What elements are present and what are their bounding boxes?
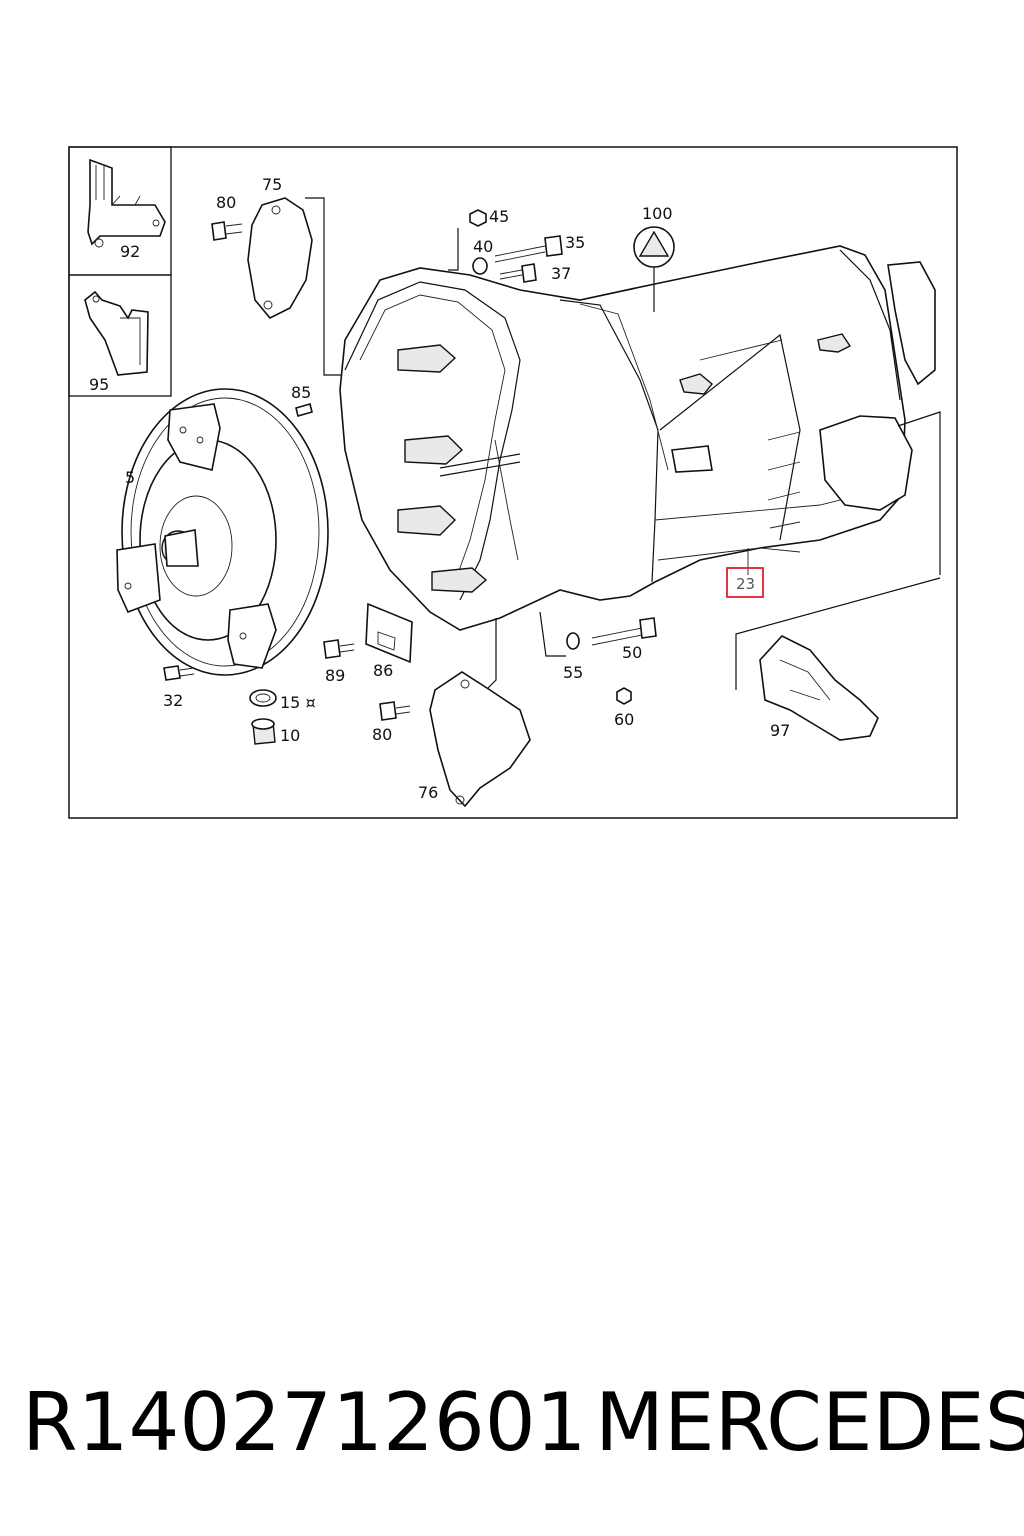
callout-45: 45 bbox=[489, 207, 509, 226]
part-100-identification-plate bbox=[633, 226, 675, 312]
callout-50: 50 bbox=[622, 643, 642, 662]
callout-89: 89 bbox=[325, 666, 345, 685]
part-32-bolt bbox=[163, 665, 195, 681]
inset-box-95 bbox=[68, 274, 172, 397]
callout-55: 55 bbox=[563, 663, 583, 682]
part-76-cover bbox=[429, 618, 531, 808]
part-89-bolt bbox=[323, 639, 355, 659]
callout-32: 32 bbox=[163, 691, 183, 710]
callout-92: 92 bbox=[120, 242, 140, 261]
callout-60: 60 bbox=[614, 710, 634, 729]
part-97-bracket bbox=[735, 577, 941, 741]
part-5-torque-converter bbox=[116, 388, 329, 676]
part-92-bracket bbox=[87, 158, 166, 248]
callout-97: 97 bbox=[770, 721, 790, 740]
brand-caption: MERCEDES bbox=[595, 1376, 1024, 1469]
callout-86: 86 bbox=[373, 661, 393, 680]
part-95-bracket bbox=[84, 290, 149, 376]
callout-40: 40 bbox=[473, 237, 493, 256]
callout-95: 95 bbox=[89, 375, 109, 394]
part-number-caption: R1402712601 bbox=[22, 1376, 587, 1469]
callout-23: 23 bbox=[736, 575, 755, 593]
part-10-drain-plug bbox=[251, 718, 276, 745]
callout-23-highlight bbox=[726, 567, 764, 598]
callout-80-top: 80 bbox=[216, 193, 236, 212]
diagram-frame bbox=[68, 146, 958, 819]
part-15-seal-ring bbox=[249, 689, 277, 707]
parts-55-50-washer-bolt bbox=[539, 611, 657, 657]
callout-5: 5 bbox=[125, 468, 135, 487]
callout-35: 35 bbox=[565, 233, 585, 252]
callout-85: 85 bbox=[291, 383, 311, 402]
callout-15: 15 ¤ bbox=[280, 693, 316, 712]
callout-37: 37 bbox=[551, 264, 571, 283]
part-85-dowel-pin bbox=[295, 403, 313, 417]
part-80-bolt-top bbox=[211, 221, 243, 241]
callout-100: 100 bbox=[642, 204, 673, 223]
leader-23 bbox=[897, 411, 941, 575]
callout-80-bottom: 80 bbox=[372, 725, 392, 744]
transmission-exploded-diagram: 92 95 5 80 75 85 45 40 35 37 100 23 32 1… bbox=[68, 146, 958, 819]
part-86-plate bbox=[365, 602, 413, 664]
part-75-cover bbox=[247, 197, 346, 376]
part-80-bolt-bottom bbox=[379, 701, 411, 721]
part-60-nut bbox=[616, 687, 632, 705]
parts-45-40-35-37-fasteners bbox=[448, 209, 563, 283]
callout-10: 10 bbox=[280, 726, 300, 745]
callout-75: 75 bbox=[262, 175, 282, 194]
callout-76: 76 bbox=[418, 783, 438, 802]
part-transmission-housing bbox=[339, 245, 936, 631]
